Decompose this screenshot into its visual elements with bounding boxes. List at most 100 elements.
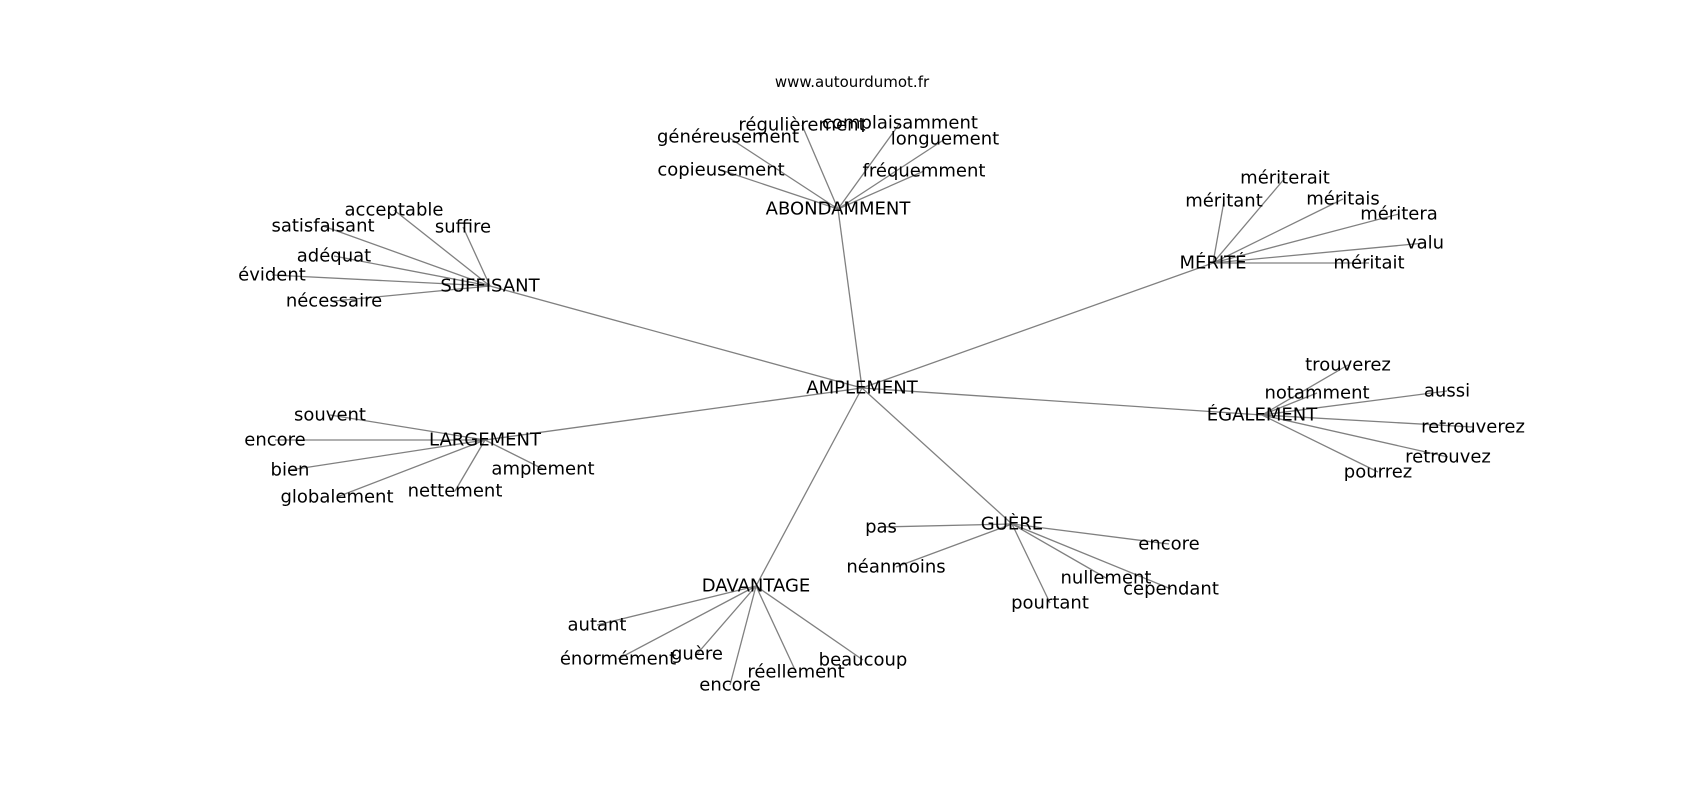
edge-guere-word-0 [880, 523, 1013, 528]
node-word-abondamment-2[interactable]: généreusement [657, 127, 799, 148]
edge-egalement-word-0 [1261, 364, 1349, 416]
edge-merite-word-2 [1212, 198, 1344, 264]
node-word-egalement-4[interactable]: retrouvez [1405, 447, 1491, 468]
edge-abondamment-word-0 [801, 124, 839, 210]
edge-egalement-word-3 [1261, 414, 1474, 428]
node-word-merite-2[interactable]: méritais [1306, 189, 1379, 210]
edge-davantage-word-3 [729, 585, 757, 686]
node-word-abondamment-4[interactable]: copieusement [657, 160, 784, 181]
node-word-suffisant-1[interactable]: satisfaisant [271, 216, 374, 237]
edge-abondamment-word-5 [837, 170, 925, 210]
edge-largement-word-4 [454, 439, 486, 492]
edge-merite-word-3 [1212, 213, 1400, 264]
edge-egalement-word-2 [1261, 390, 1448, 416]
node-word-guere-3[interactable]: nullement [1061, 568, 1152, 589]
edge-guere-word-2 [1011, 523, 1170, 545]
edge-davantage-word-2 [696, 585, 757, 655]
node-word-egalement-3[interactable]: retrouverez [1421, 417, 1525, 438]
edge-abondamment-word-4 [720, 169, 839, 210]
edge-largement-word-3 [336, 439, 486, 498]
edge-davantage-word-0 [596, 585, 757, 626]
node-word-merite-5[interactable]: méritait [1333, 253, 1404, 274]
edge-center-guere [861, 387, 1013, 525]
node-word-suffisant-3[interactable]: adéquat [297, 246, 371, 267]
node-word-largement-3[interactable]: globalement [280, 487, 393, 508]
edge-center-davantage [755, 387, 863, 587]
node-word-abondamment-5[interactable]: fréquemment [863, 161, 986, 182]
edge-merite-word-1 [1212, 200, 1225, 264]
node-guere[interactable]: GUÈRE [981, 513, 1043, 535]
edge-suffisant-word-2 [462, 226, 491, 287]
node-word-davantage-4[interactable]: réellement [747, 662, 844, 683]
edge-guere-word-5 [1011, 523, 1051, 604]
node-word-suffisant-4[interactable]: évident [238, 265, 306, 286]
edge-center-egalement [861, 387, 1263, 416]
node-word-guere-5[interactable]: pourtant [1011, 593, 1089, 614]
node-word-largement-0[interactable]: souvent [294, 405, 366, 426]
node-word-suffisant-2[interactable]: suffire [435, 217, 491, 238]
node-word-davantage-5[interactable]: beaucoup [819, 650, 908, 671]
edge-egalement-word-5 [1261, 414, 1379, 473]
edge-abondamment-word-2 [727, 136, 839, 210]
node-abondamment[interactable]: ABONDAMMENT [766, 199, 912, 220]
edge-center-abondamment [837, 208, 863, 389]
node-egalement[interactable]: ÉGALEMENT [1207, 404, 1318, 426]
node-word-guere-1[interactable]: néanmoins [846, 557, 945, 578]
node-word-egalement-2[interactable]: aussi [1424, 381, 1470, 402]
edge-guere-word-3 [1011, 523, 1107, 579]
edge-abondamment-word-1 [837, 122, 901, 210]
edge-davantage-word-1 [617, 585, 757, 660]
edge-egalement-word-4 [1261, 414, 1449, 458]
node-word-abondamment-0[interactable]: régulièrement [738, 115, 865, 136]
edge-largement-word-2 [289, 439, 486, 471]
edge-guere-word-1 [895, 523, 1013, 568]
node-word-merite-4[interactable]: valu [1406, 233, 1444, 254]
node-suffisant[interactable]: SUFFISANT [440, 276, 540, 297]
node-word-largement-4[interactable]: nettement [408, 481, 503, 502]
node-word-guere-0[interactable]: pas [865, 517, 897, 538]
node-word-abondamment-3[interactable]: longuement [891, 129, 999, 150]
node-center-amplement[interactable]: AMPLEMENT [806, 378, 918, 399]
edge-largement-word-5 [484, 439, 544, 470]
node-word-davantage-0[interactable]: autant [568, 615, 627, 636]
node-word-egalement-1[interactable]: notamment [1264, 383, 1369, 404]
edge-largement-word-0 [329, 414, 486, 441]
graph-labels: www.autourdumot.fr régulièrementcomplais… [238, 73, 1525, 696]
edge-center-largement [484, 387, 863, 441]
edge-guere-word-4 [1011, 523, 1172, 590]
node-merite[interactable]: MÉRITÉ [1179, 252, 1246, 274]
edge-davantage-word-4 [755, 585, 797, 673]
node-word-guere-2[interactable]: encore [1138, 534, 1199, 555]
node-word-largement-5[interactable]: amplement [491, 459, 594, 480]
node-word-suffisant-0[interactable]: acceptable [345, 200, 444, 221]
node-word-davantage-2[interactable]: guère [671, 644, 723, 665]
node-word-egalement-5[interactable]: pourrez [1344, 462, 1412, 483]
node-word-merite-3[interactable]: méritera [1360, 204, 1438, 225]
edge-suffisant-word-3 [333, 255, 491, 287]
edge-egalement-word-1 [1261, 392, 1318, 416]
node-word-abondamment-1[interactable]: complaisamment [822, 113, 978, 134]
edge-merite-word-0 [1212, 177, 1286, 264]
node-word-suffisant-5[interactable]: nécessaire [286, 291, 382, 312]
edge-merite-word-4 [1212, 242, 1426, 264]
node-largement[interactable]: LARGEMENT [429, 430, 542, 451]
node-word-largement-2[interactable]: bien [271, 460, 310, 481]
edge-center-merite [861, 262, 1214, 389]
node-word-davantage-1[interactable]: énormément [560, 649, 676, 670]
node-word-davantage-3[interactable]: encore [699, 675, 760, 696]
edge-suffisant-word-1 [322, 225, 491, 287]
edge-suffisant-word-4 [271, 274, 491, 287]
edge-abondamment-word-3 [837, 138, 946, 210]
edge-center-suffisant [489, 285, 863, 389]
node-word-merite-0[interactable]: mériterait [1240, 168, 1330, 189]
node-word-largement-1[interactable]: encore [244, 430, 305, 451]
edge-suffisant-word-0 [393, 209, 491, 287]
watermark: www.autourdumot.fr [775, 73, 930, 91]
node-davantage[interactable]: DAVANTAGE [702, 576, 811, 597]
node-word-guere-4[interactable]: cependant [1123, 579, 1219, 600]
node-word-egalement-0[interactable]: trouverez [1305, 355, 1391, 376]
node-word-merite-1[interactable]: méritant [1185, 191, 1263, 212]
edge-suffisant-word-5 [333, 285, 491, 302]
edge-davantage-word-5 [755, 585, 864, 661]
